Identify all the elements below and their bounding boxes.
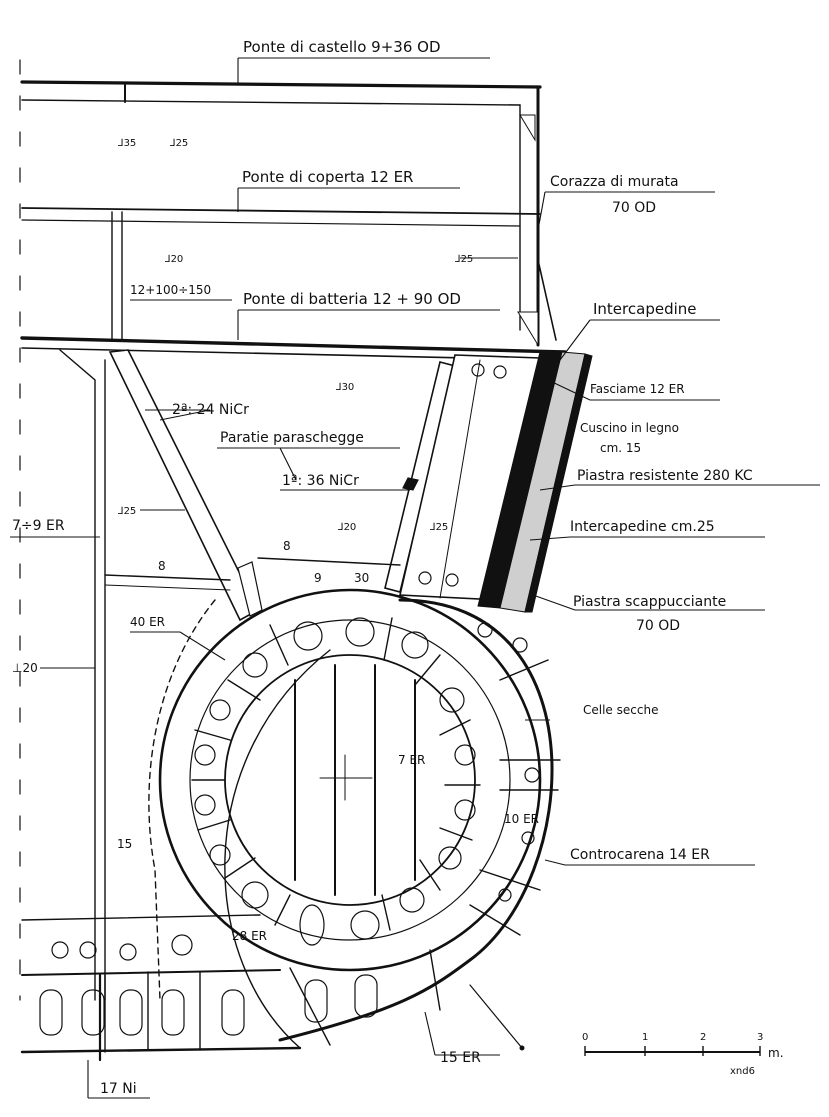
scale-unit: m. <box>768 1046 784 1060</box>
scale-tick-2: 2 <box>700 1032 706 1043</box>
labels: Ponte di castello 9+36 OD ⅃35 ⅃25 Ponte … <box>12 38 784 1097</box>
signature: xnd6 <box>730 1066 755 1077</box>
label-t35: ⅃35 <box>118 138 136 149</box>
label-t25-top: ⅃25 <box>170 138 188 149</box>
label-er-10: 10 ER <box>504 812 539 826</box>
label-dim-30: 30 <box>354 571 369 585</box>
label-piastra-scappucciante-1: Piastra scappucciante <box>573 594 726 610</box>
label-corazza-1: Corazza di murata <box>550 174 679 190</box>
label-cuscino-1: Cuscino in legno <box>580 421 679 435</box>
label-intercapedine: Intercapedine <box>593 300 697 318</box>
label-t25-right: ⅃25 <box>455 254 473 265</box>
label-controcarena: Controcarena 14 ER <box>570 847 710 863</box>
label-ni-17: 17 Ni <box>100 1081 137 1097</box>
label-t20-top: ⅃20 <box>165 254 183 265</box>
label-dim-15: 15 <box>117 837 132 851</box>
label-t30: ⅃30 <box>336 382 354 393</box>
hull-structure <box>19 59 593 1062</box>
scale-tick-3: 3 <box>757 1032 763 1043</box>
label-corazza-2: 70 OD <box>612 200 656 216</box>
scale-bar <box>584 1046 761 1056</box>
label-dim-12-100-150: 12+100÷150 <box>130 283 211 297</box>
label-paratie: Paratie paraschegge <box>220 430 364 446</box>
label-seconda: 2ª: 24 NiCr <box>172 402 249 418</box>
label-prima: 1ª: 36 NiCr <box>282 473 359 489</box>
label-perp-20: ⊥20 <box>12 661 38 675</box>
scale-tick-0: 0 <box>582 1032 588 1043</box>
label-er-15: 15 ER <box>440 1050 481 1066</box>
leader-lines <box>10 57 820 1099</box>
label-piastra-resistente: Piastra resistente 280 KC <box>577 468 753 484</box>
label-dim-8-a: 8 <box>283 539 291 553</box>
label-celle-secche: Celle secche <box>583 703 658 717</box>
label-er-28: 28 ER <box>232 929 267 943</box>
scale-tick-1: 1 <box>642 1032 648 1043</box>
label-cuscino-2: cm. 15 <box>600 441 641 455</box>
label-ponte-castello: Ponte di castello 9+36 OD <box>243 38 441 56</box>
label-ponte-coperta: Ponte di coperta 12 ER <box>242 168 413 186</box>
label-piastra-scappucciante-2: 70 OD <box>636 618 680 634</box>
label-intercapedine-25: Intercapedine cm.25 <box>570 519 715 535</box>
label-dim-9: 9 <box>314 571 322 585</box>
label-dim-8-b: 8 <box>158 559 166 573</box>
label-er-7: 7 ER <box>398 753 425 767</box>
label-t25-left: ⅃25 <box>118 506 136 517</box>
label-er-7-9: 7÷9 ER <box>12 518 65 534</box>
label-t25-mid: ⅃25 <box>430 522 448 533</box>
label-ponte-batteria: Ponte di batteria 12 + 90 OD <box>243 290 461 308</box>
label-er-40: 40 ER <box>130 615 165 629</box>
label-fasciame: Fasciame 12 ER <box>590 382 685 396</box>
label-t20-mid: ⅃20 <box>338 522 356 533</box>
